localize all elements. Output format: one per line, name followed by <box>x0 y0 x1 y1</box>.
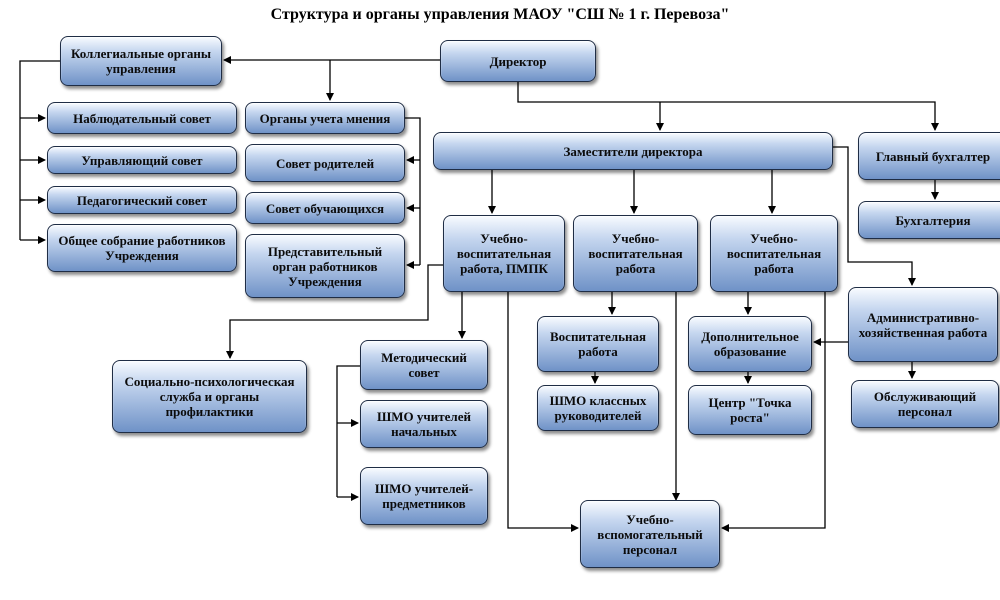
tochka-rosta-box: Центр "Точка роста" <box>688 385 812 435</box>
uvr-2-box: Учебно-воспитательная работа <box>573 215 698 292</box>
managing-council-box: Управляющий совет <box>47 146 237 174</box>
shmo-primary-box: ШМО учителей начальных <box>360 400 488 448</box>
admin-econ-box: Административно-хозяйственная работа <box>848 287 998 362</box>
supervisory-council-box: Наблюдательный совет <box>47 102 237 134</box>
additional-education-box: Дополнительное образование <box>688 316 812 372</box>
social-psych-box: Социально-психологическая служба и орган… <box>112 360 307 433</box>
support-staff-box: Учебно-вспомогательный персонал <box>580 500 720 568</box>
diagram-title: Структура и органы управления МАОУ "СШ №… <box>270 6 730 23</box>
connector-uvr3-support <box>721 292 826 532</box>
methodical-council-box: Методический совет <box>360 340 488 390</box>
connector-director-down <box>517 82 939 131</box>
parents-council-box: Совет родителей <box>245 144 405 182</box>
deputies-box: Заместители директора <box>433 132 833 170</box>
shmo-subject-box: ШМО учителей-предметников <box>360 467 488 525</box>
connector-uvr1-support <box>507 292 579 532</box>
educational-work-box: Воспитательная работа <box>537 316 659 372</box>
shmo-class-leaders-box: ШМО классных руководителей <box>537 385 659 431</box>
uvr-3-box: Учебно-воспитательная работа <box>710 215 838 292</box>
opinion-bodies-box: Органы учета мнения <box>245 102 405 134</box>
representative-body-box: Представительный орган работников Учрежд… <box>245 234 405 298</box>
connector-deputies-admin <box>833 146 916 286</box>
general-meeting-box: Общее собрание работников Учреждения <box>47 224 237 272</box>
accounting-box: Бухгалтерия <box>858 201 1000 239</box>
students-council-box: Совет обучающихся <box>245 192 405 224</box>
chief-accountant-box: Главный бухгалтер <box>858 132 1000 180</box>
connector-opinion-bus <box>405 117 421 265</box>
connector-collegial-bus <box>19 60 60 240</box>
connector-uvr1-social <box>226 264 445 359</box>
pedagogical-council-box: Педагогический совет <box>47 186 237 214</box>
director-box: Директор <box>440 40 596 82</box>
connector-methodical-bus <box>336 365 360 497</box>
uvr-pmpk-box: Учебно-воспитательная работа, ПМПК <box>443 215 565 292</box>
service-staff-box: Обслуживающий персонал <box>851 380 999 428</box>
collegial-box: Коллегиальные органы управления <box>60 36 222 86</box>
